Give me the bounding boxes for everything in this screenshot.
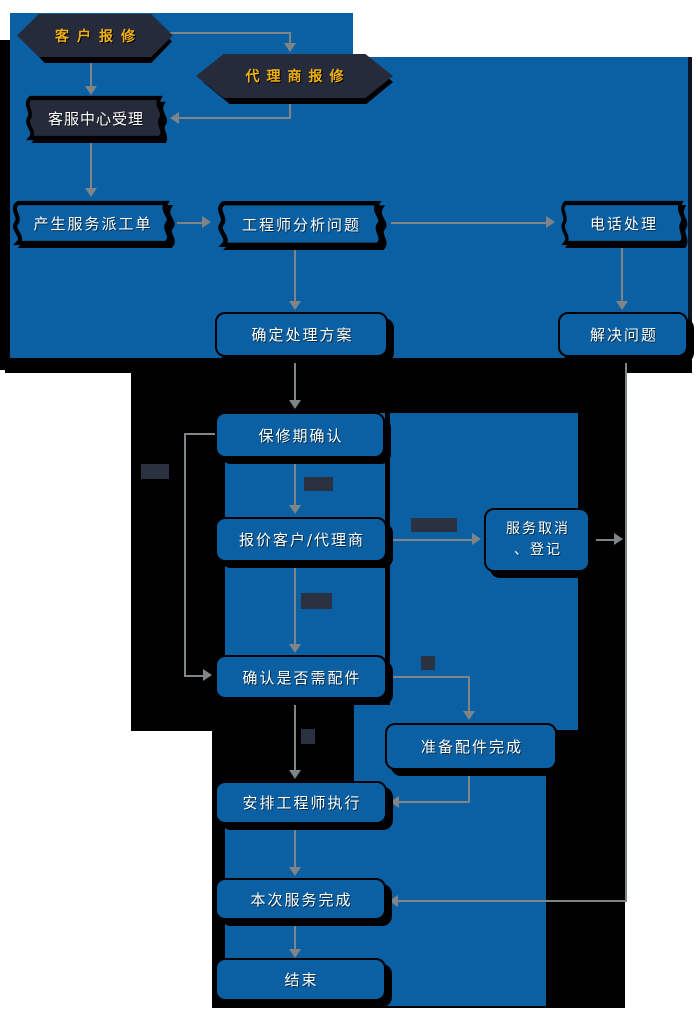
arrow-down-icon [289, 505, 301, 514]
connector-line [184, 433, 186, 676]
connector-line [294, 563, 296, 647]
arrow-down-icon [284, 43, 296, 52]
connector-line [294, 824, 296, 870]
connector-line [165, 32, 291, 34]
branch-label-box [304, 477, 333, 491]
node-engineer-analyze: 工程师分析问题 [211, 198, 390, 250]
connector-line [177, 222, 205, 224]
arrow-down-icon [289, 867, 301, 876]
connector-line [294, 357, 296, 403]
arrow-down-icon [289, 400, 301, 409]
flag-shape [561, 200, 688, 248]
connector-line [468, 676, 470, 714]
arrow-down-icon [289, 770, 301, 779]
node-quote-customer: 报价客户/代理商 [215, 517, 387, 562]
node-assign-engineer: 安排工程师执行 [215, 781, 387, 824]
connector-line [468, 771, 470, 802]
node-label: 客服中心受理 [47, 109, 144, 128]
node-label: 代理商报修 [245, 69, 351, 85]
connector-line [391, 539, 476, 541]
node-agent-report: 代理商报修 [196, 54, 393, 104]
arrow-left-icon [170, 112, 179, 124]
node-service-center-accept: 客服中心受理 [20, 93, 170, 143]
connector-line [593, 539, 617, 541]
flag-shape [12, 200, 175, 248]
connector-line [395, 900, 626, 902]
background-black-left-strip [0, 40, 10, 370]
arrow-down-icon [289, 644, 301, 653]
connector-line [90, 57, 92, 93]
flag-shape [25, 95, 168, 143]
node-need-parts: 确认是否需配件 [215, 655, 387, 699]
arrow-right-icon [614, 533, 623, 545]
node-end: 结束 [215, 958, 386, 1001]
node-phone-handle: 电话处理 [556, 198, 690, 248]
arrow-left-icon [390, 796, 399, 808]
background-black-band [5, 357, 692, 373]
connector-line [184, 675, 206, 677]
node-label: 产生服务派工单 [33, 214, 153, 233]
arrow-down-icon [85, 188, 97, 197]
connector-line [396, 801, 470, 803]
branch-label-box [141, 464, 169, 479]
connector-line [625, 357, 627, 902]
node-label-line2: 、登记 [514, 542, 562, 558]
arrow-down-icon [616, 301, 628, 310]
arrow-down-icon [289, 301, 301, 310]
connector-line [621, 247, 623, 305]
connector-line [391, 676, 470, 678]
arrow-down-icon [463, 711, 475, 720]
connector-line [294, 249, 296, 305]
node-determine-plan: 确定处理方案 [215, 312, 388, 357]
node-prepare-parts: 准备配件完成 [385, 723, 557, 770]
node-label-line1: 服务取消 [506, 521, 570, 537]
connector-line [294, 921, 296, 952]
arrow-right-icon [546, 216, 555, 228]
connector-line [184, 433, 215, 435]
connector-line [90, 142, 92, 194]
node-label: 客户报修 [55, 28, 143, 45]
arrow-right-icon [203, 669, 212, 681]
arrow-down-icon [289, 949, 301, 958]
arrow-right-icon [202, 216, 211, 228]
node-service-cancel: 服务取消 、登记 [484, 508, 590, 572]
connector-line [289, 98, 291, 118]
connector-line [391, 222, 549, 224]
connector-line [176, 117, 291, 119]
node-service-done: 本次服务完成 [215, 878, 386, 920]
node-create-work-order: 产生服务派工单 [6, 198, 178, 248]
arrow-left-icon [389, 895, 398, 907]
node-customer-report: 客户报修 [17, 14, 173, 63]
branch-label-box [301, 593, 332, 609]
arrow-down-icon [85, 86, 97, 95]
connector-line [289, 32, 291, 46]
branch-label-box [411, 518, 457, 532]
branch-label-box [301, 729, 315, 744]
flag-shape [217, 201, 387, 250]
node-solve-problem: 解决问题 [558, 312, 688, 357]
connector-line [294, 458, 296, 508]
branch-label-box [421, 656, 435, 670]
node-label: 工程师分析问题 [241, 215, 361, 234]
arrow-right-icon [472, 533, 481, 545]
node-warranty-confirm: 保修期确认 [215, 412, 385, 458]
connector-line [294, 699, 296, 773]
node-label: 电话处理 [589, 214, 658, 233]
